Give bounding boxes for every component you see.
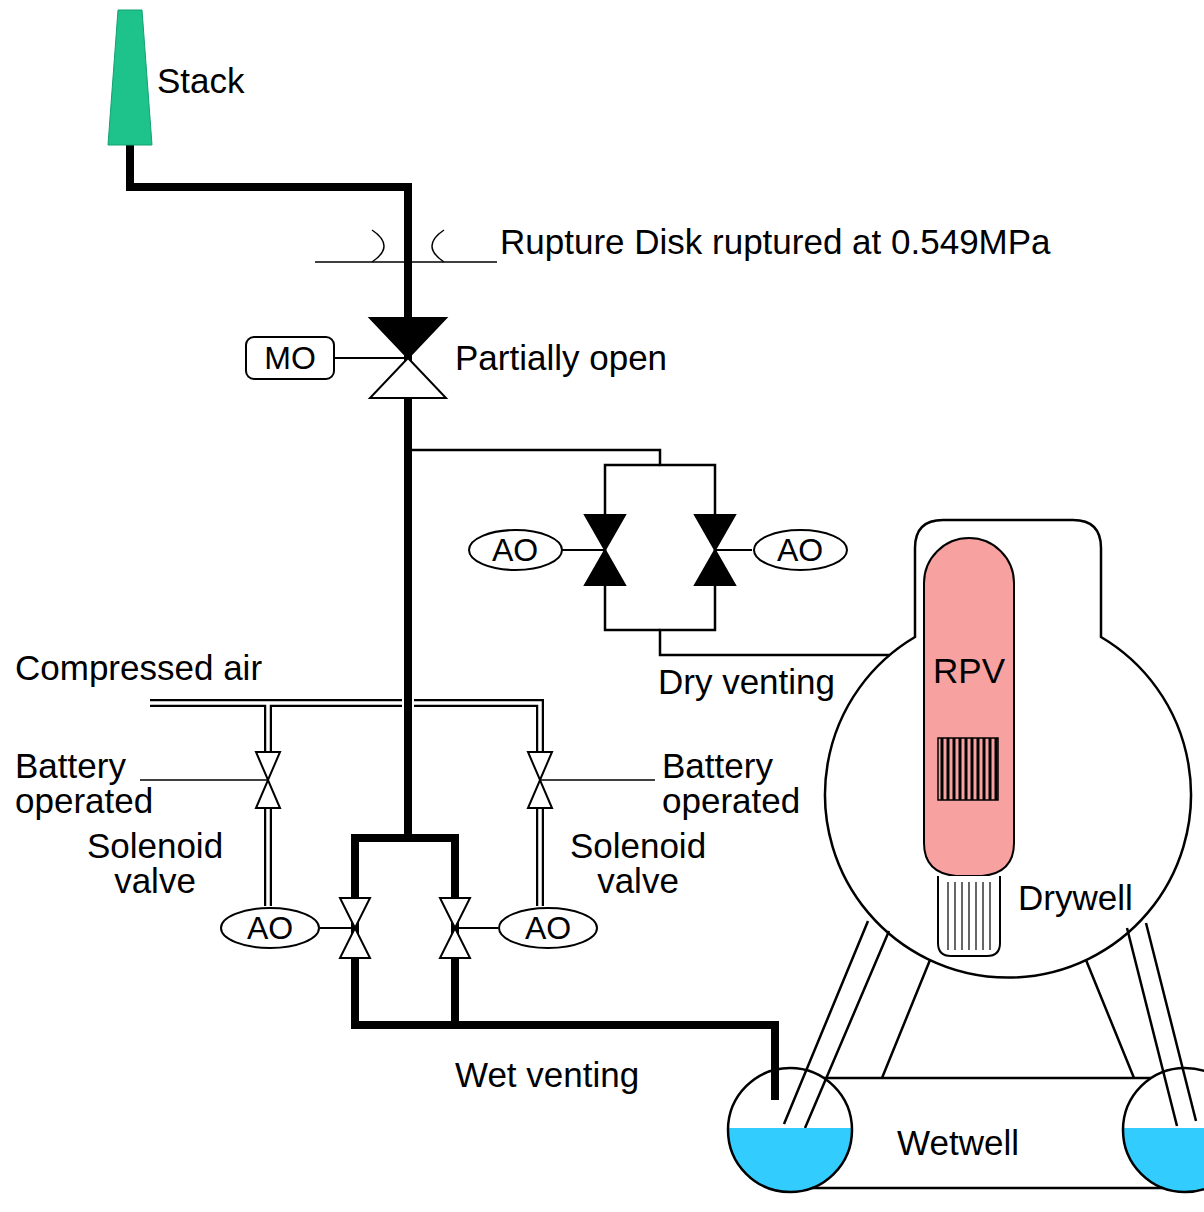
valve-state-label: Partially open: [455, 340, 667, 375]
line-label: Wet venting: [455, 1057, 639, 1092]
solenoid-valve-symbol: [528, 780, 552, 808]
actuator-stem: [335, 357, 408, 359]
operator-ellipse: [221, 908, 319, 948]
torus-section: [728, 1068, 852, 1192]
reactor-pressure-vessel: RPV: [924, 538, 1014, 958]
line-label: Compressed air: [15, 650, 262, 685]
node-text: AO: [777, 534, 823, 566]
operator-ellipse: [469, 530, 562, 570]
operator-ellipse: [499, 908, 597, 948]
drywell-wall: [825, 520, 1191, 978]
air-valve-symbol: [440, 928, 470, 958]
node-text: RPV: [933, 653, 1005, 688]
node-text: AO: [247, 912, 293, 944]
node-text: Stack: [157, 63, 245, 98]
rupture-disk-symbol: [372, 230, 384, 262]
vent-pipe-inlet: [771, 1066, 779, 1100]
air-valve-symbol: [695, 515, 735, 550]
actuator-stem: [562, 549, 605, 551]
solenoid-valve-symbol: [528, 752, 552, 780]
compressed-air-line: [150, 703, 540, 906]
air-valve-symbol: [340, 928, 370, 958]
actuator-stem: [320, 927, 355, 929]
motor-valve-symbol: [370, 358, 446, 398]
air-operator-ellipse: AO: [468, 529, 563, 571]
actuator-stem: [715, 549, 752, 551]
motor-operator-box: MO: [245, 336, 335, 380]
rupture-disk-flange: [315, 261, 497, 263]
vessel-pedestal: [938, 876, 1000, 956]
rpv-outline: [924, 538, 1014, 958]
valve-label: Solenoid valve: [75, 828, 235, 898]
valve-label: Battery operated: [662, 748, 822, 818]
node-text: Drywell: [1018, 880, 1133, 915]
air-operator-ellipse: AO: [753, 529, 848, 571]
air-operator-ellipse: AO: [220, 907, 320, 949]
valve-label: Battery operated: [15, 748, 175, 818]
motor-valve-symbol: [370, 318, 446, 358]
node-text: AO: [525, 912, 571, 944]
stack-body: [108, 10, 152, 145]
node-text: Wetwell: [897, 1125, 1019, 1160]
air-valve-symbol: [440, 898, 470, 928]
torus-section: [1123, 1068, 1204, 1192]
fuel-rods: [938, 738, 998, 800]
pedestal-skirt: [882, 960, 1134, 1078]
operator-ellipse: [754, 530, 847, 570]
node-text: MO: [264, 342, 316, 374]
vessel-body: [924, 538, 1014, 876]
dry-vent-line: [605, 465, 660, 630]
valve-label: Solenoid valve: [558, 828, 718, 898]
line-label: Dry venting: [658, 664, 835, 699]
control-rod-drives: [948, 882, 990, 950]
rupture-disk-symbol: [432, 230, 444, 262]
air-valve-symbol: [585, 515, 625, 550]
drywell-vessel: Drywell RPV: [820, 515, 1204, 1000]
actuator-stem: [455, 927, 498, 929]
air-valve-symbol: [585, 550, 625, 585]
solenoid-valve-symbol: [256, 780, 280, 808]
torus-outline: [812, 1078, 1163, 1188]
wetwell-torus: Wetwell: [728, 1068, 1204, 1212]
operator-box: [246, 337, 334, 379]
wet-vent-pipe: [355, 838, 455, 1025]
air-valve-symbol: [695, 550, 735, 585]
rupture-disk-label: Rupture Disk ruptured at 0.549MPa: [500, 224, 1051, 259]
wet-vent-pipe: [130, 145, 775, 1068]
air-valve-symbol: [340, 898, 370, 928]
solenoid-valve-symbol: [256, 752, 280, 780]
leader-line: [140, 779, 268, 781]
leader-line: [540, 779, 655, 781]
node-text: AO: [492, 534, 538, 566]
air-operator-ellipse: AO: [498, 907, 598, 949]
stack-chimney: Stack: [105, 8, 251, 145]
dry-vent-line: [130, 145, 890, 655]
